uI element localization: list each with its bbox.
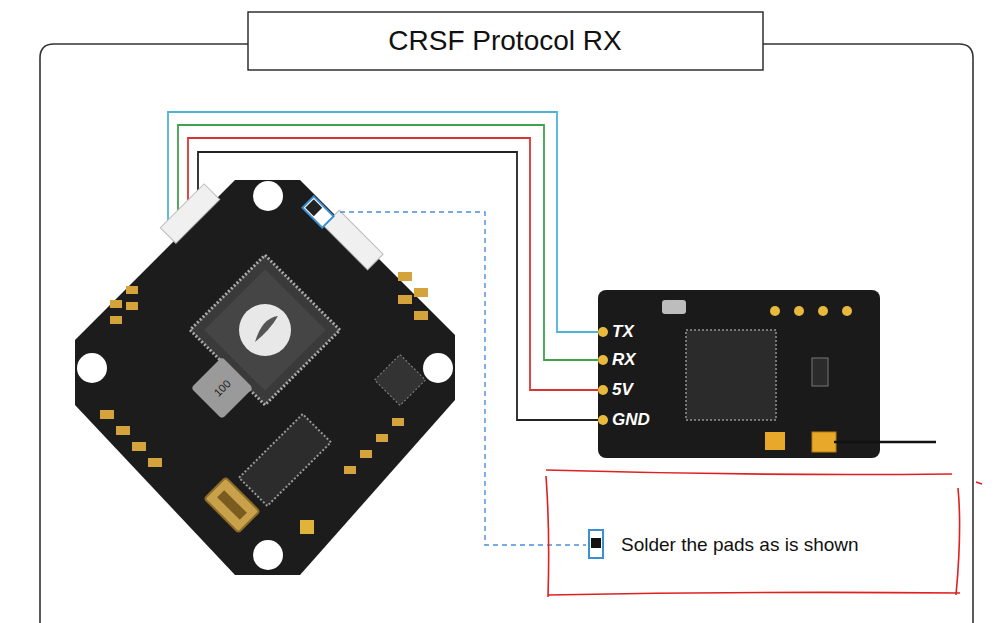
- pin-label: 5V: [612, 380, 633, 400]
- title-box: [248, 12, 763, 70]
- pin-label: GND: [612, 410, 650, 430]
- part-marking: 100: [211, 377, 232, 398]
- frame: [40, 44, 973, 623]
- flight-controller: [75, 180, 455, 575]
- note-text: Solder the pads as is shown: [621, 534, 859, 556]
- outline-stroke: [546, 470, 982, 597]
- diagram-title: CRSF Protocol RX: [388, 25, 621, 57]
- note-box: Solder the pads as is shown: [548, 472, 960, 597]
- pin-label: RX: [612, 350, 636, 370]
- receiver: [598, 290, 936, 458]
- pin-label: TX: [612, 322, 634, 342]
- solder-pad-symbol: [589, 530, 603, 558]
- leader-line: [340, 212, 586, 545]
